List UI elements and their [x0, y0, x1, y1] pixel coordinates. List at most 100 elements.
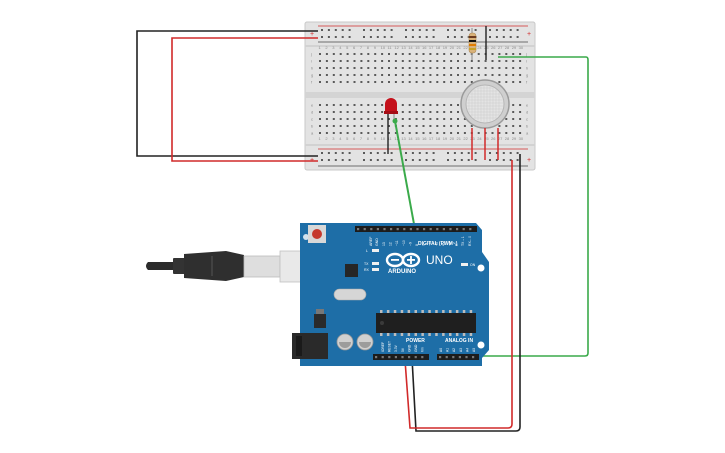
breadboard-hole[interactable]: [401, 132, 404, 134]
rail-hole[interactable]: [418, 36, 421, 38]
breadboard-hole[interactable]: [401, 111, 404, 113]
breadboard-hole[interactable]: [388, 74, 390, 76]
breadboard-hole[interactable]: [422, 111, 425, 113]
breadboard-hole[interactable]: [470, 81, 473, 83]
breadboard-hole[interactable]: [353, 81, 356, 83]
rail-hole[interactable]: [453, 36, 456, 38]
breadboard-hole[interactable]: [505, 60, 508, 62]
breadboard-hole[interactable]: [463, 81, 466, 83]
rail-hole[interactable]: [327, 152, 330, 154]
header-pin[interactable]: [452, 356, 455, 359]
rail-hole[interactable]: [460, 159, 463, 161]
breadboard-hole[interactable]: [443, 125, 446, 127]
header-pin[interactable]: [396, 228, 399, 231]
breadboard-hole[interactable]: [505, 132, 508, 134]
breadboard-hole[interactable]: [408, 111, 411, 113]
breadboard-hole[interactable]: [394, 60, 397, 62]
rail-hole[interactable]: [509, 152, 512, 154]
rail-hole[interactable]: [516, 152, 519, 154]
rail-hole[interactable]: [489, 159, 491, 161]
rail-hole[interactable]: [418, 29, 421, 31]
header-pin[interactable]: [370, 228, 373, 231]
breadboard-hole[interactable]: [415, 111, 418, 113]
breadboard-hole[interactable]: [353, 53, 356, 55]
usb-cable[interactable]: [146, 250, 303, 283]
breadboard-hole[interactable]: [367, 118, 370, 120]
rail-hole[interactable]: [460, 29, 463, 31]
breadboard-hole[interactable]: [443, 118, 446, 120]
header-pin[interactable]: [436, 228, 439, 231]
rail-hole[interactable]: [390, 29, 393, 31]
breadboard-hole[interactable]: [498, 74, 501, 76]
wire-black-left-loop[interactable]: [136, 30, 318, 157]
breadboard-hole[interactable]: [519, 67, 522, 69]
header-pin[interactable]: [363, 228, 366, 231]
breadboard-hole[interactable]: [360, 81, 363, 83]
rail-hole[interactable]: [369, 159, 372, 161]
breadboard-hole[interactable]: [491, 74, 494, 76]
breadboard-hole[interactable]: [457, 60, 459, 62]
breadboard-hole[interactable]: [401, 81, 404, 83]
breadboard-hole[interactable]: [367, 53, 370, 55]
breadboard-hole[interactable]: [422, 125, 425, 127]
gas-sensor[interactable]: [460, 79, 510, 129]
rail-hole[interactable]: [327, 36, 330, 38]
breadboard-hole[interactable]: [477, 74, 480, 76]
breadboard-hole[interactable]: [422, 104, 425, 106]
breadboard-hole[interactable]: [374, 111, 377, 113]
header-pin[interactable]: [423, 228, 426, 231]
breadboard-hole[interactable]: [457, 74, 459, 76]
breadboard-hole[interactable]: [401, 74, 404, 76]
rail-hole[interactable]: [425, 159, 428, 161]
breadboard-hole[interactable]: [401, 104, 404, 106]
breadboard-hole[interactable]: [477, 67, 480, 69]
breadboard-hole[interactable]: [436, 125, 439, 127]
breadboard-hole[interactable]: [367, 111, 370, 113]
breadboard-hole[interactable]: [319, 81, 321, 83]
breadboard-hole[interactable]: [353, 104, 356, 106]
rail-hole[interactable]: [363, 36, 365, 38]
breadboard-hole[interactable]: [401, 125, 404, 127]
breadboard-hole[interactable]: [319, 111, 321, 113]
breadboard-hole[interactable]: [325, 81, 328, 83]
breadboard-hole[interactable]: [360, 53, 363, 55]
breadboard-hole[interactable]: [367, 67, 370, 69]
rail-hole[interactable]: [447, 152, 449, 154]
breadboard-hole[interactable]: [415, 53, 418, 55]
rail-hole[interactable]: [474, 152, 477, 154]
rail-hole[interactable]: [327, 29, 330, 31]
rail-hole[interactable]: [453, 152, 456, 154]
rail-hole[interactable]: [369, 36, 372, 38]
rail-hole[interactable]: [432, 152, 435, 154]
rail-hole[interactable]: [334, 29, 337, 31]
rail-hole[interactable]: [334, 152, 337, 154]
rail-hole[interactable]: [432, 36, 435, 38]
header-pin[interactable]: [383, 228, 386, 231]
breadboard-hole[interactable]: [519, 111, 522, 113]
breadboard-hole[interactable]: [512, 67, 515, 69]
breadboard-hole[interactable]: [512, 118, 515, 120]
breadboard-hole[interactable]: [429, 118, 432, 120]
breadboard-hole[interactable]: [450, 104, 453, 106]
rail-hole[interactable]: [509, 36, 512, 38]
breadboard-hole[interactable]: [429, 125, 432, 127]
breadboard-hole[interactable]: [457, 111, 459, 113]
breadboard-hole[interactable]: [457, 132, 459, 134]
breadboard-hole[interactable]: [450, 67, 453, 69]
header-pin[interactable]: [409, 228, 412, 231]
rail-hole[interactable]: [516, 29, 519, 31]
breadboard-hole[interactable]: [353, 132, 356, 134]
header-pin[interactable]: [421, 356, 424, 359]
breadboard-hole[interactable]: [332, 67, 335, 69]
breadboard-hole[interactable]: [519, 125, 522, 127]
breadboard-hole[interactable]: [443, 81, 446, 83]
rail-hole[interactable]: [369, 152, 372, 154]
header-pin[interactable]: [429, 228, 432, 231]
breadboard-hole[interactable]: [505, 118, 508, 120]
breadboard-hole[interactable]: [491, 132, 494, 134]
breadboard-hole[interactable]: [463, 60, 466, 62]
breadboard-hole[interactable]: [450, 74, 453, 76]
header-pin[interactable]: [449, 228, 452, 231]
rail-hole[interactable]: [489, 152, 491, 154]
breadboard-hole[interactable]: [339, 74, 342, 76]
